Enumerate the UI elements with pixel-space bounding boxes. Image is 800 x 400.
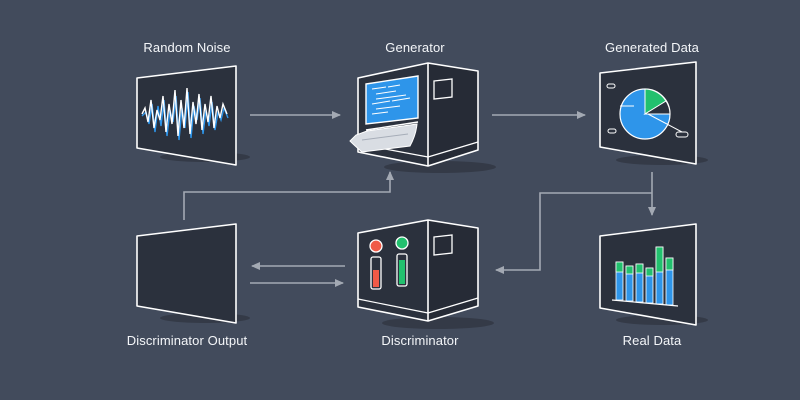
discriminator-output-node xyxy=(136,223,250,324)
random-noise-node xyxy=(136,65,250,166)
generator-node xyxy=(349,62,496,173)
generator-screen-code xyxy=(371,84,411,115)
generator-screen xyxy=(365,75,419,125)
discriminator-window xyxy=(433,234,453,256)
generator-paper-output xyxy=(349,123,418,153)
label-generated-data: Generated Data xyxy=(605,40,699,55)
generated-data-node xyxy=(599,61,708,165)
label-discriminator-output: Discriminator Output xyxy=(126,333,248,348)
noise-waveform-white xyxy=(141,87,228,137)
label-discriminator: Discriminator xyxy=(381,333,459,348)
pie-slice-dark xyxy=(643,100,671,115)
edge-generated-data-to-discriminator xyxy=(495,192,652,274)
label-real-data: Real Data xyxy=(622,333,682,348)
gauge-green-fill xyxy=(399,260,405,284)
real-data-bars xyxy=(615,246,674,306)
indicator-red-light xyxy=(369,239,383,253)
real-data-node xyxy=(599,223,708,326)
label-generator: Generator xyxy=(385,40,445,55)
label-random-noise: Random Noise xyxy=(143,40,231,55)
indicator-green-light xyxy=(395,236,409,250)
edge-output-to-generator xyxy=(183,171,394,220)
generator-window xyxy=(433,78,453,100)
edges xyxy=(183,111,656,287)
discriminator-node xyxy=(357,219,494,329)
gauge-red-fill xyxy=(373,270,379,287)
